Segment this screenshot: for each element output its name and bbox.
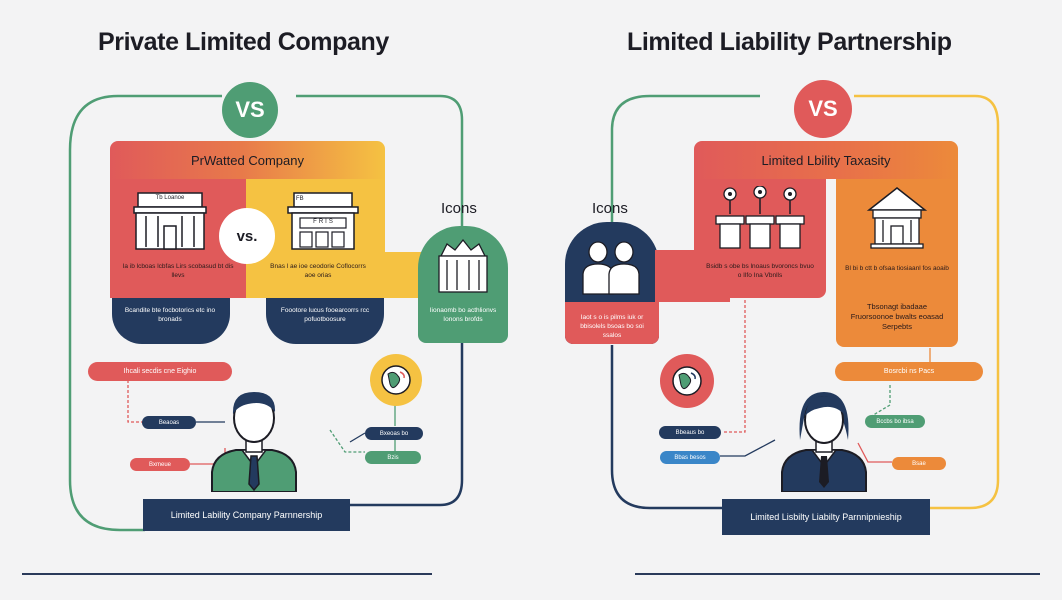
office-building-icon — [287, 192, 359, 250]
bank-sign: Tb Loanoe — [155, 195, 185, 201]
left-hump-b — [266, 298, 384, 344]
right-card-red-caption: Bsidb s obe bs lnoaus bvoroncs bvuo o Il… — [706, 263, 814, 279]
right-tag-4: Bsae — [892, 457, 946, 470]
left-footer: Limited Lability Company Parnnership — [143, 499, 350, 531]
left-vs-badge: VS — [222, 82, 278, 138]
bank-building-icon — [133, 192, 207, 250]
right-divider — [635, 573, 1040, 575]
right-title: Limited Liability Partnership — [627, 28, 952, 56]
left-panel-header: PrWatted Company — [110, 141, 385, 179]
right-panel-header: Limited Lbility Taxasity — [694, 141, 958, 179]
house-icon — [866, 187, 928, 249]
right-tag-1: Bccbs bo ibsa — [865, 415, 925, 428]
keys-icon — [715, 186, 805, 249]
left-tag-2: Bxeoas bo — [365, 427, 423, 440]
right-tag-2: Bbeaus bo — [659, 426, 721, 439]
left-tag-3: Bxmeue — [130, 458, 190, 471]
office-sign-text: FRIS — [313, 219, 335, 225]
globe-icon-right — [672, 366, 702, 396]
right-icons-label: Icons — [592, 200, 628, 217]
left-hump-a-caption: Bcandite bte focbotorics etc ino bronads — [124, 307, 216, 323]
office-sign: FB — [296, 196, 304, 202]
businesswoman-avatar-icon — [781, 392, 867, 492]
right-pill: Bosrcbi ns Pacs — [835, 362, 983, 381]
left-inner-vs: vs. — [219, 208, 275, 264]
left-icons-label: Icons — [441, 200, 477, 217]
left-divider — [22, 573, 432, 575]
left-dome-caption: Iionaomb bo acthlionvs Ionons brofds — [429, 307, 497, 323]
right-dome-caption: Iaot s o is pilms iuk or bbisolels bsoas… — [580, 314, 644, 339]
left-tag-1: Beaoas — [142, 416, 196, 429]
left-card-red-caption: Ia ib lcboas lcbfas Lirs scobasud bt dis… — [122, 263, 234, 279]
left-hump-a — [112, 298, 230, 344]
right-dome-base — [565, 302, 659, 344]
right-footer: Limited Lisbilty Liabilty Parnnipnieship — [722, 499, 930, 535]
left-hump-b-caption: Foootore lucus fooearcorrs rcc pofuotboo… — [280, 307, 370, 323]
right-orange-caption: Tbsonagt ibadaae Fruorsoonoe bwalts eoas… — [850, 302, 944, 331]
capitol-building-icon — [438, 238, 488, 293]
left-card-yellow-caption: Bnas l ae ioe ceodorie Coflocorrs aoe or… — [270, 263, 366, 279]
businessman-avatar-icon — [211, 392, 297, 492]
globe-icon — [381, 365, 411, 395]
right-tag-3: Bbas besos — [660, 451, 720, 464]
left-tag-4: Bzis — [365, 451, 421, 464]
left-pill: Ihcali secdis cne Eighio — [88, 362, 232, 381]
right-vs-badge: VS — [794, 80, 852, 138]
left-title: Private Limited Company — [98, 28, 389, 56]
right-orange-caption-top: Bl bi b ctt b ofsaa tiosiaanl fos aoaib — [845, 265, 949, 272]
partners-icon — [582, 241, 640, 295]
